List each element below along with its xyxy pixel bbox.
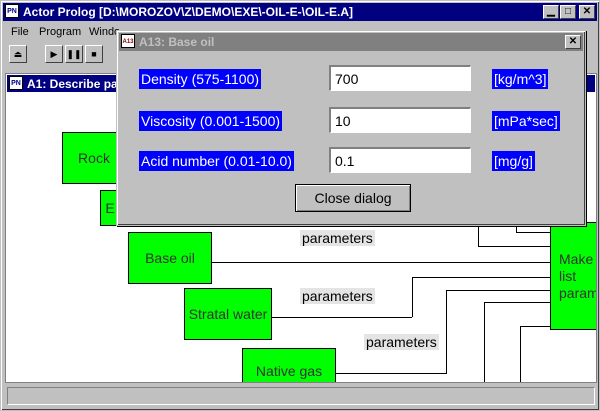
wire <box>520 326 552 327</box>
maximize-icon[interactable]: □ <box>560 5 576 19</box>
status-bar <box>7 387 595 405</box>
close-icon[interactable]: ✕ <box>579 5 595 19</box>
density-field[interactable] <box>329 65 471 91</box>
child-title: A1: Describe pa <box>27 77 118 91</box>
minimize-icon[interactable]: ▁ <box>543 5 559 19</box>
dialog-icon[interactable]: A13 <box>121 34 135 48</box>
app-title: Actor Prolog [D:\MOROZOV\Z\DEMO\EXE\-OIL… <box>23 5 353 19</box>
wire <box>412 277 413 317</box>
child-icon[interactable]: PN <box>9 76 23 90</box>
viscosity-unit: [mPa*sec] <box>492 111 560 131</box>
density-unit: [kg/m^3] <box>492 69 549 89</box>
wire <box>484 302 485 382</box>
wire <box>336 373 446 374</box>
node-base-oil[interactable]: Base oil <box>128 232 212 284</box>
menu-window[interactable]: Windo <box>89 26 121 38</box>
acid-number-label: Acid number (0.01-10.0) <box>139 151 294 171</box>
eject-icon[interactable]: ⏏ <box>9 45 27 63</box>
menu-program[interactable]: Program <box>39 26 82 38</box>
dialog-base-oil: A13 A13: Base oil ✕ Density (575-1100) [… <box>116 30 586 226</box>
param-label: parameters <box>364 334 439 350</box>
wire <box>516 232 552 233</box>
viscosity-label: Viscosity (0.001-1500) <box>139 111 283 131</box>
diagram-canvas: Rock E Base oil Stratal water Native gas… <box>6 92 596 382</box>
toolbar: ⏏ ▶ ❚❚ ■ <box>3 42 597 68</box>
viscosity-field[interactable] <box>329 107 471 133</box>
wire <box>446 290 447 374</box>
wire <box>478 246 552 247</box>
param-label: parameters <box>300 288 375 304</box>
acid-number-unit: [mg/g] <box>492 151 535 171</box>
acid-number-field[interactable] <box>329 147 471 173</box>
stop-icon[interactable]: ■ <box>85 45 103 63</box>
menu-file[interactable]: File <box>11 26 29 38</box>
dialog-close-icon[interactable]: ✕ <box>565 35 581 49</box>
pause-icon[interactable]: ❚❚ <box>65 45 83 63</box>
app-titlebar[interactable]: PN Actor Prolog [D:\MOROZOV\Z\DEMO\EXE\-… <box>3 3 597 21</box>
wire <box>484 302 552 303</box>
node-native-gas[interactable]: Native gas <box>242 348 336 382</box>
node-make-list[interactable]: Make list param <box>550 222 596 330</box>
dialog-titlebar[interactable]: A13 A13: Base oil ✕ <box>119 33 583 51</box>
node-rock[interactable]: Rock <box>62 132 126 184</box>
node-stratal-water[interactable]: Stratal water <box>184 288 272 340</box>
wire <box>446 290 552 291</box>
wire <box>272 317 412 318</box>
app-icon[interactable]: PN <box>5 4 19 18</box>
play-icon[interactable]: ▶ <box>45 45 63 63</box>
param-label: parameters <box>300 230 375 246</box>
dialog-title: A13: Base oil <box>139 35 215 49</box>
density-label: Density (575-1100) <box>139 69 262 89</box>
wire <box>520 326 521 382</box>
wire <box>412 277 552 278</box>
close-dialog-button[interactable]: Close dialog <box>295 184 411 212</box>
wire <box>212 262 552 263</box>
